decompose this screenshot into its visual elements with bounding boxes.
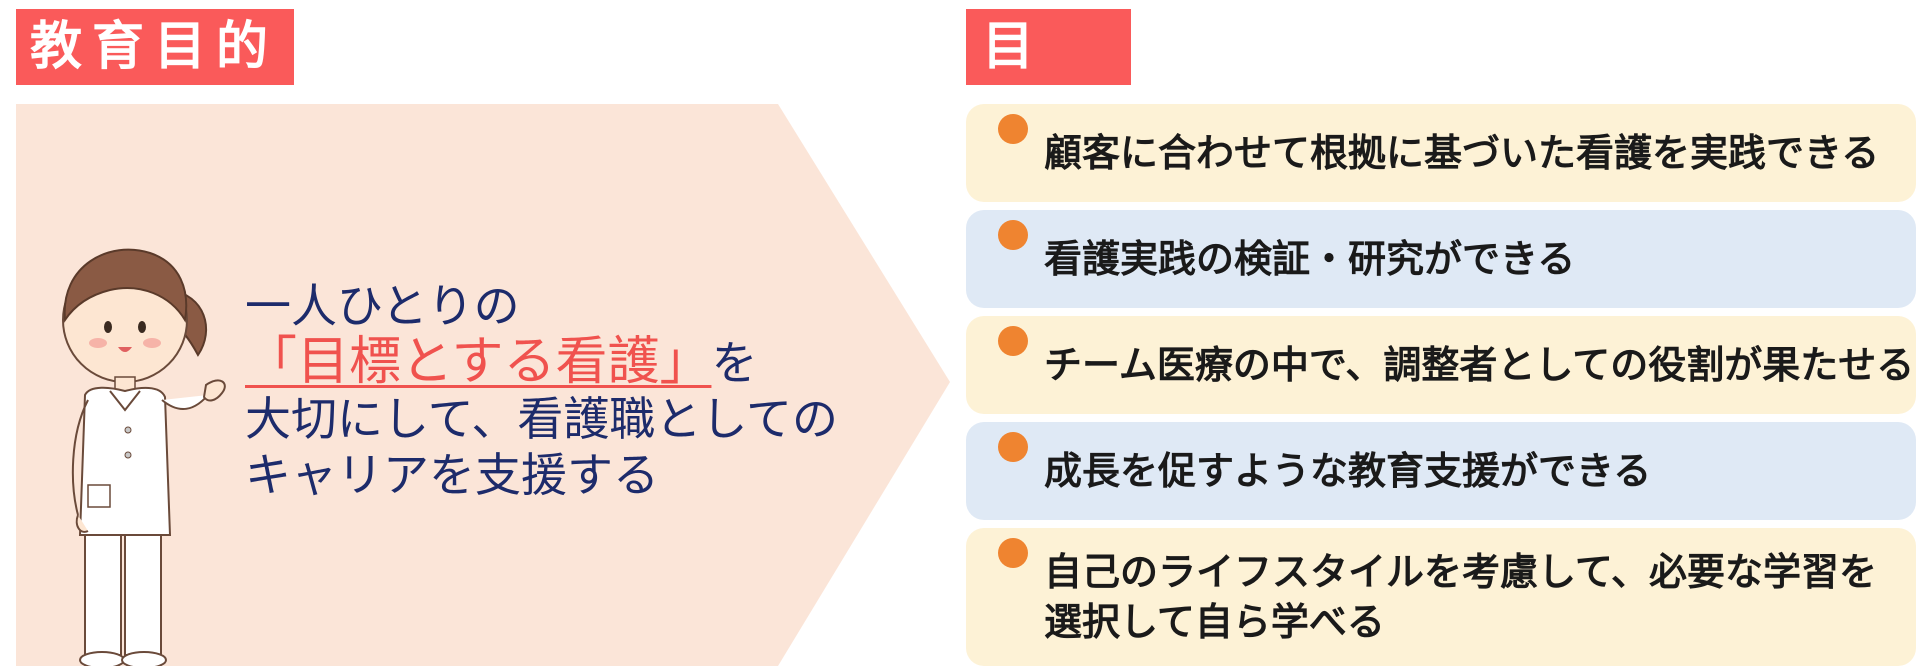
bullet-dot-icon — [998, 538, 1028, 568]
bullet-dot-icon — [998, 326, 1028, 356]
goal-item: 顧客に合わせて根拠に基づいた看護を実践できる — [966, 104, 1916, 202]
goals-heading: 目標 — [966, 9, 1131, 153]
purpose-highlight: 「目標とする看護」 — [245, 332, 712, 392]
goal-text: 看護実践の検証・研究ができる — [1044, 237, 1576, 281]
goal-text: 顧客に合わせて根拠に基づいた看護を実践できる — [1044, 131, 1880, 175]
purpose-line-2: 「目標とする看護」を — [245, 334, 838, 391]
bullet-dot-icon — [998, 432, 1028, 462]
bullet-dot-icon — [998, 114, 1028, 144]
goal-text: 自己のライフスタイルを考慮して、必要な学習を 選択して自ら学べる — [1044, 550, 1877, 644]
purpose-line-4: キャリアを支援する — [245, 448, 659, 502]
bullet-dot-icon — [998, 220, 1028, 250]
purpose-arrow-shape — [16, 104, 950, 666]
nurse-illustration — [62, 248, 226, 666]
purpose-line-1: 一人ひとりの — [245, 279, 520, 333]
purpose-line-3: 大切にして、看護職としての — [245, 392, 838, 446]
purpose-statement: 一人ひとりの 「目標とする看護」を 大切にして、看護職としての キャリアを支援す… — [245, 278, 838, 503]
purpose-heading: 教育目的 — [16, 9, 294, 85]
goal-item: チーム医療の中で、調整者としての役割が果たせる — [966, 316, 1916, 414]
goal-item: 自己のライフスタイルを考慮して、必要な学習を 選択して自ら学べる — [966, 528, 1916, 666]
goal-item: 看護実践の検証・研究ができる — [966, 210, 1916, 308]
goal-item: 成長を促すような教育支援ができる — [966, 422, 1916, 520]
purpose-line-2-suffix: を — [711, 336, 758, 390]
goal-text: 成長を促すような教育支援ができる — [1044, 449, 1652, 493]
goal-text: チーム医療の中で、調整者としての役割が果たせる — [1044, 343, 1915, 387]
